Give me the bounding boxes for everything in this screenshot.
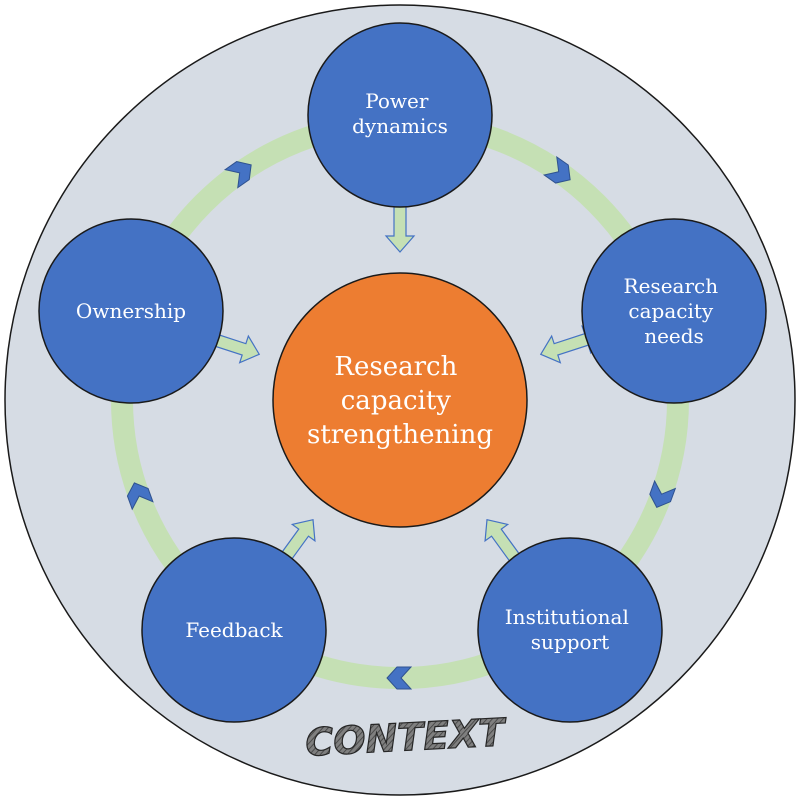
- center-label-line: Research: [334, 352, 457, 382]
- flow-chevron-icon: [126, 482, 154, 511]
- node-label-line: Ownership: [76, 299, 186, 323]
- node-label-line: needs: [644, 324, 704, 348]
- node-circle: [477, 537, 663, 723]
- node-circle: [38, 218, 224, 404]
- context-label: CONTEXT: [304, 710, 508, 765]
- cycle-flow-arrows: [126, 155, 677, 690]
- node-label-line: Feedback: [185, 618, 283, 642]
- node-label: Research capacity needs: [624, 274, 725, 348]
- node-label-line: dynamics: [352, 114, 448, 138]
- flow-chevron-icon: [542, 155, 571, 184]
- node-research-capacity-needs: Research capacity needs: [581, 218, 767, 404]
- node-label-line: support: [531, 630, 609, 654]
- node-institutional-support: Institutional support: [477, 537, 663, 723]
- node-power-dynamics: Power dynamics: [307, 22, 493, 208]
- node-feedback: Feedback: [141, 537, 327, 723]
- node-label-line: Institutional: [505, 605, 629, 629]
- flow-chevron-icon: [223, 161, 252, 189]
- node-ownership: Ownership: [38, 218, 224, 404]
- center-label: Research capacity strengthening: [307, 352, 493, 450]
- node-label-line: Power: [365, 89, 429, 113]
- node-label: Ownership: [76, 299, 186, 323]
- node-circle: [307, 22, 493, 208]
- flow-chevron-icon: [649, 479, 677, 508]
- node-label: Institutional support: [505, 605, 635, 654]
- node-label-line: Research: [624, 274, 719, 298]
- center-circle: [272, 272, 528, 528]
- flow-chevron-icon: [386, 666, 413, 690]
- node-label: Feedback: [185, 618, 283, 642]
- node-circle: [581, 218, 767, 404]
- node-label: Power dynamics: [352, 89, 448, 138]
- node-label-line: capacity: [628, 299, 713, 323]
- node-circle: [141, 537, 327, 723]
- center-label-line: capacity: [341, 386, 452, 416]
- center-node-research-capacity-strengthening: Research capacity strengthening: [272, 272, 528, 528]
- center-label-line: strengthening: [307, 420, 493, 450]
